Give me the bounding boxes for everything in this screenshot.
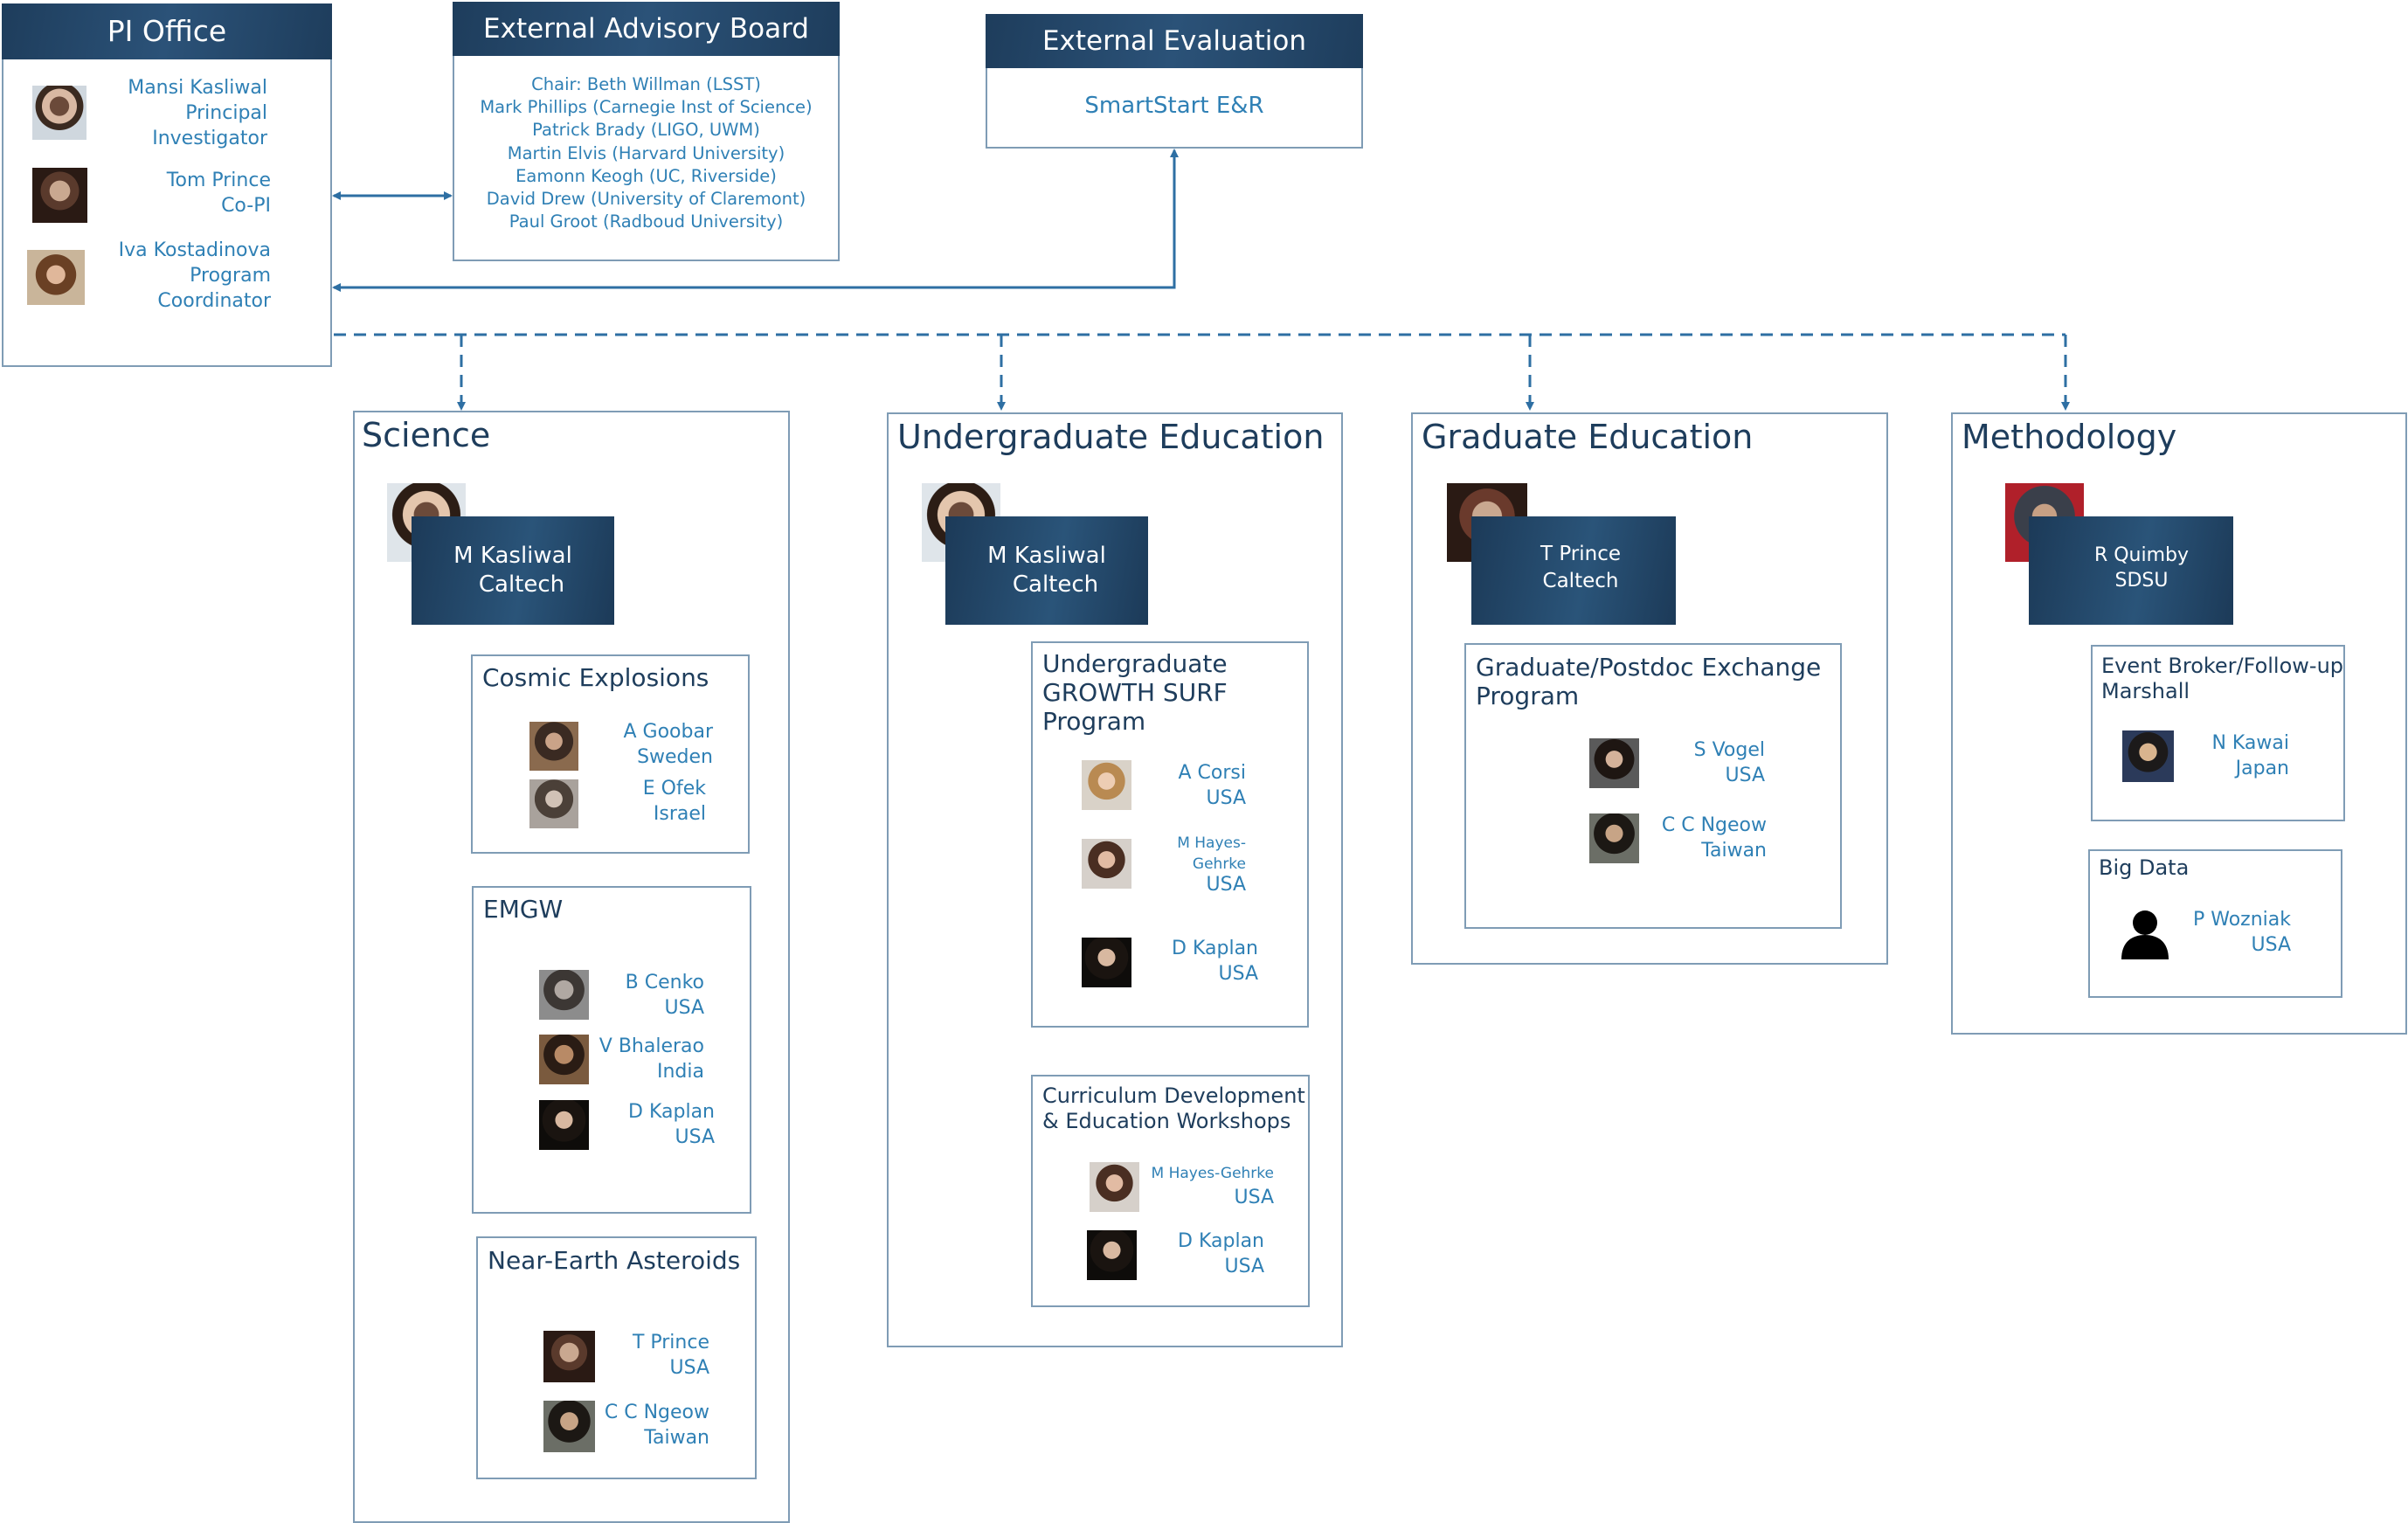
list-item: N Kawai Japan (2211, 732, 2289, 779)
avatar (529, 722, 578, 771)
growth-surf-group (1031, 641, 1309, 1028)
list-item: T Prince USA (632, 1332, 709, 1379)
near-earth-asteroids-group (476, 1236, 757, 1479)
list-item: A Corsi USA (1178, 762, 1246, 809)
person-silhouette-icon (2121, 910, 2169, 959)
evaluation-header: External Evaluation (986, 14, 1363, 68)
undergrad-lead: M Kasliwal Caltech (945, 516, 1148, 625)
methodology-lead-name: R Quimby (2093, 544, 2190, 566)
avatar (539, 970, 589, 1020)
evaluation-title: External Evaluation (1041, 25, 1307, 57)
avatar (27, 250, 85, 305)
curriculum-title: Curriculum Development & Education Works… (1042, 1083, 1305, 1133)
event-broker-title: Event Broker/Follow-up Marshall (2101, 654, 2344, 703)
undergrad-title: Undergraduate Education (897, 418, 1325, 456)
list-item: Paul Groot (Radboud University) (509, 211, 784, 232)
science-title: Science (362, 416, 491, 454)
avatar (1090, 1162, 1139, 1212)
avatar (543, 1401, 595, 1452)
avatar (1087, 1230, 1137, 1280)
methodology-title: Methodology (1962, 418, 2177, 456)
list-item: Martin Elvis (Harvard University) (507, 142, 785, 163)
list-item: D Kaplan USA (628, 1101, 715, 1148)
avatar (543, 1331, 595, 1382)
avatar (32, 86, 86, 140)
list-item: David Drew (University of Claremont) (486, 189, 806, 210)
avatar (539, 1100, 589, 1150)
avatar (1082, 760, 1131, 810)
science-lead-org: Caltech (478, 571, 565, 598)
emgw-title: EMGW (483, 895, 564, 924)
avatar (1589, 738, 1639, 788)
list-item: D Kaplan USA (1178, 1230, 1264, 1277)
list-item: V Bhalerao India (599, 1035, 704, 1083)
list-item: Mark Phillips (Carnegie Inst of Science) (480, 97, 813, 118)
pi-evaluation-connector (332, 149, 1179, 292)
list-item: P Wozniak USA (2192, 909, 2291, 956)
list-item: D Kaplan USA (1172, 938, 1258, 985)
avatar (2122, 730, 2174, 782)
list-item: M Hayes- Gehrke USA (1177, 834, 1246, 896)
grad-lead: T Prince Caltech (1471, 516, 1676, 625)
pi-member-3: Iva Kostadinova Program Coordinator (118, 239, 271, 312)
pi-member-2: Tom Prince Co-PI (166, 170, 271, 217)
cosmic-explosions-title: Cosmic Explosions (482, 663, 709, 692)
pi-office-title: PI Office (107, 14, 227, 48)
emgw-group (472, 886, 751, 1214)
growth-surf-title: Undergraduate GROWTH SURF Program (1042, 649, 1228, 736)
list-item: Patrick Brady (LIGO, UWM) (532, 120, 760, 141)
list-item: E Ofek Israel (642, 778, 706, 825)
big-data-group (2088, 849, 2342, 998)
near-earth-asteroids-title: Near-Earth Asteroids (488, 1246, 741, 1275)
list-item: B Cenko USA (625, 972, 704, 1019)
undergrad-lead-org: Caltech (1012, 571, 1099, 598)
avatar (1082, 938, 1131, 987)
methodology-lead-org: SDSU (2114, 570, 2169, 592)
list-item: S Vogel USA (1693, 739, 1765, 786)
pi-office-header: PI Office (2, 3, 332, 59)
advisory-board-members: Chair: Beth Willman (LSST) Mark Phillips… (453, 73, 840, 233)
evaluation-body: SmartStart E&R (1084, 93, 1264, 119)
avatar (539, 1035, 589, 1084)
pi-member-1: Mansi Kasliwal Principal Investigator (128, 77, 267, 149)
avatar (32, 168, 87, 223)
avatar (1589, 813, 1639, 863)
advisory-board-header: External Advisory Board (453, 2, 840, 56)
grad-exchange-group (1464, 643, 1842, 929)
science-lead-name: M Kasliwal (453, 543, 572, 569)
advisory-board-title: External Advisory Board (483, 13, 809, 45)
list-item: M Hayes-Gehrke USA (1151, 1165, 1275, 1208)
science-lead: M Kasliwal Caltech (412, 516, 614, 625)
list-item: C C Ngeow Taiwan (604, 1402, 709, 1449)
avatar (529, 779, 578, 828)
list-item: Chair: Beth Willman (LSST) (531, 74, 761, 94)
cosmic-explosions-group (471, 654, 750, 854)
curriculum-group (1031, 1075, 1310, 1307)
list-item: Eamonn Keogh (UC, Riverside) (516, 165, 777, 186)
big-data-title: Big Data (2099, 855, 2190, 880)
list-item: A Goobar Sweden (623, 721, 713, 768)
methodology-lead: R Quimby SDSU (2029, 516, 2233, 625)
undergrad-lead-name: M Kasliwal (987, 543, 1106, 569)
grad-exchange-title: Graduate/Postdoc Exchange Program (1476, 653, 1822, 710)
grad-lead-org: Caltech (1542, 570, 1619, 592)
grad-title: Graduate Education (1422, 418, 1754, 456)
avatar (1082, 839, 1131, 889)
grad-lead-name: T Prince (1540, 543, 1622, 565)
list-item: C C Ngeow Taiwan (1661, 814, 1767, 862)
